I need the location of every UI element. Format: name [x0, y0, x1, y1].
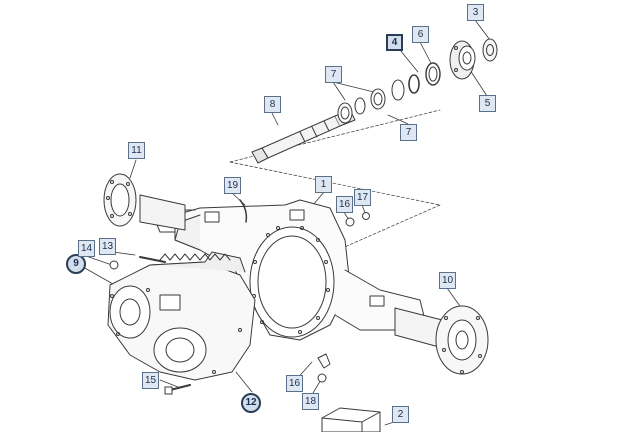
callout-17[interactable]: 17	[354, 189, 371, 206]
callout-1[interactable]: 1	[315, 176, 332, 193]
callout-15[interactable]: 15	[142, 372, 159, 389]
callout-16-upper[interactable]: 16	[336, 196, 353, 213]
bearing-set	[337, 62, 441, 124]
callout-11[interactable]: 11	[128, 142, 145, 159]
callout-14[interactable]: 14	[78, 240, 95, 257]
fasteners	[109, 199, 370, 395]
callout-2[interactable]: 2	[392, 406, 409, 423]
callout-8[interactable]: 8	[264, 96, 281, 113]
callout-7-upper[interactable]: 7	[325, 66, 342, 83]
callout-5[interactable]: 5	[479, 95, 496, 112]
kit-box	[321, 407, 381, 432]
companion-flange	[449, 38, 498, 80]
callout-6[interactable]: 6	[412, 26, 429, 43]
callout-9[interactable]: 9	[66, 254, 86, 274]
callout-4[interactable]: 4	[386, 34, 403, 51]
callout-7-lower[interactable]: 7	[400, 124, 417, 141]
leader-lines	[75, 19, 491, 426]
callout-10[interactable]: 10	[439, 272, 456, 289]
callout-18[interactable]: 18	[302, 393, 319, 410]
callout-19[interactable]: 19	[224, 177, 241, 194]
callout-12[interactable]: 12	[241, 393, 261, 413]
right-axle-shaft	[394, 305, 489, 375]
left-axle-shaft	[103, 173, 186, 231]
differential-carrier	[107, 251, 256, 381]
callout-13[interactable]: 13	[99, 238, 116, 255]
callout-16-lower[interactable]: 16	[286, 375, 303, 392]
callout-3[interactable]: 3	[467, 4, 484, 21]
